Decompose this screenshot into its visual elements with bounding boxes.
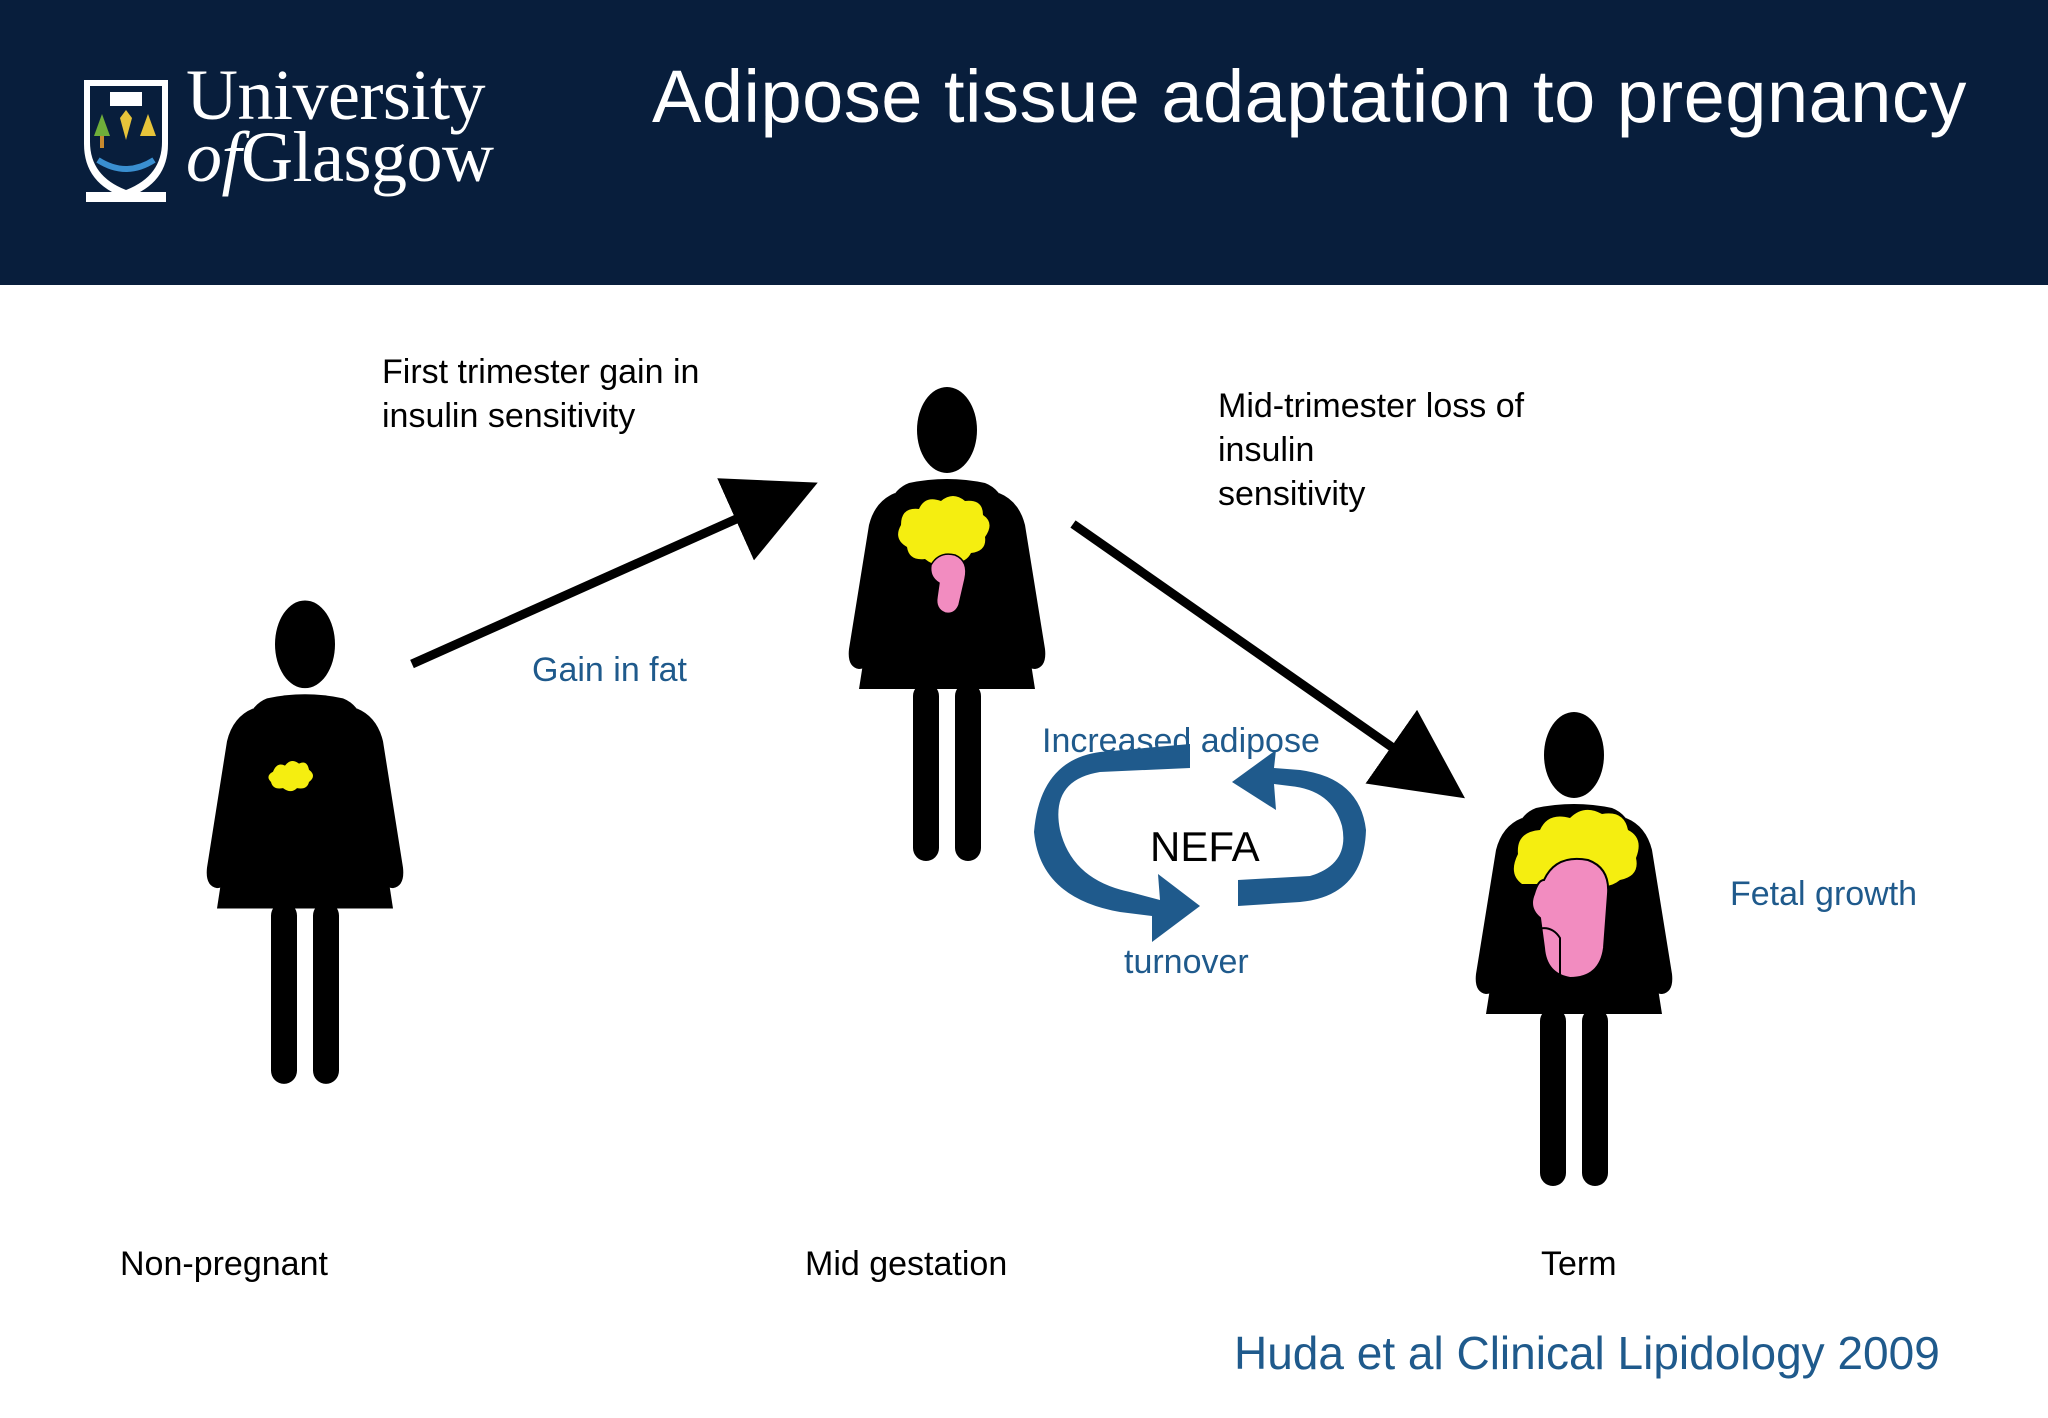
university-line1: University bbox=[186, 55, 485, 135]
stage-label-mid-gestation: Mid gestation bbox=[805, 1245, 1008, 1283]
slide-title: Adipose tissue adaptation to pregnancy bbox=[652, 55, 1967, 138]
fetus-large bbox=[1531, 858, 1610, 980]
citation: Huda et al Clinical Lipidology 2009 bbox=[1234, 1327, 1940, 1379]
university-line2: ofGlasgow bbox=[186, 121, 494, 193]
cycle-arrows-icon bbox=[1034, 744, 1366, 942]
mid-trimester-line1: Mid-trimester loss of bbox=[1218, 387, 1525, 425]
woman-term-icon bbox=[1475, 712, 1673, 1186]
mid-trimester-line2: insulin bbox=[1218, 431, 1315, 469]
header-banner: University ofGlasgow Adipose tissue adap… bbox=[0, 0, 2048, 285]
fetal-growth-label: Fetal growth bbox=[1730, 875, 1918, 913]
woman-non-pregnant-icon bbox=[206, 600, 404, 1084]
fat-deposit-medium bbox=[898, 496, 990, 565]
fetus-small bbox=[929, 553, 967, 615]
university-name: University ofGlasgow bbox=[186, 59, 494, 193]
fat-deposit-small bbox=[268, 761, 313, 792]
stage-label-non-pregnant: Non-pregnant bbox=[120, 1245, 328, 1283]
gain-in-fat-label: Gain in fat bbox=[532, 651, 687, 689]
stage-label-term: Term bbox=[1541, 1245, 1617, 1283]
university-crest-icon bbox=[84, 80, 168, 202]
first-trimester-line2: insulin sensitivity bbox=[382, 397, 636, 435]
university-glasgow: Glasgow bbox=[241, 117, 494, 197]
arrow-gain bbox=[410, 478, 818, 669]
turnover-label: turnover bbox=[1124, 943, 1249, 981]
woman-mid-gestation-icon bbox=[848, 387, 1046, 861]
fat-deposit-large bbox=[1513, 809, 1639, 887]
university-of: of bbox=[186, 117, 242, 197]
increased-adipose-label: Increased adipose bbox=[1042, 722, 1320, 760]
arrow-loss bbox=[1070, 520, 1465, 799]
mid-trimester-line3: sensitivity bbox=[1218, 475, 1366, 513]
first-trimester-line1: First trimester gain in bbox=[382, 353, 700, 391]
nefa-label: NEFA bbox=[1150, 823, 1260, 870]
